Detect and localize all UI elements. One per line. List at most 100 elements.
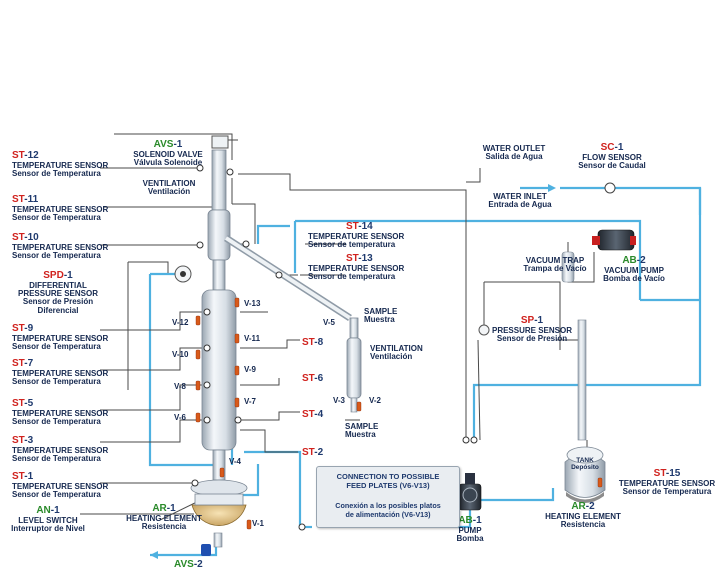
valve-v9[interactable]: V-9 <box>244 365 257 374</box>
code-number: -1 <box>534 315 544 326</box>
code-prefix: ST <box>302 409 315 420</box>
label-water-outlet: WATER OUTLET Salida de Agua <box>474 144 554 162</box>
code-prefix: ST <box>12 194 25 205</box>
label-line: FLOW SENSOR <box>582 152 642 162</box>
label-line: DIFFERENTIAL <box>29 280 87 290</box>
label-line: TEMPERATURE SENSOR <box>12 333 109 343</box>
code-number: -1 <box>63 270 73 281</box>
code-number: -4 <box>314 409 324 420</box>
drain-arrow-icon <box>150 551 158 559</box>
label-line: SAMPLE <box>364 307 398 316</box>
valve-v6[interactable]: V-6 <box>174 413 187 422</box>
code-number: -14 <box>358 221 373 232</box>
label-line: Ventilación <box>147 187 191 197</box>
code-prefix: AR <box>571 501 586 512</box>
code-prefix: ST <box>302 373 315 384</box>
label-spd1: SPD-1 DIFFERENTIAL PRESSURE SENSOR Senso… <box>12 270 104 315</box>
valve-v10[interactable]: V-10 <box>172 350 189 359</box>
valve-v7[interactable]: V-7 <box>244 397 257 406</box>
label-st6: ST-6 <box>302 373 324 385</box>
code-number: -1 <box>24 471 34 482</box>
label-ar1: AR-1 HEATING ELEMENT Resistencia <box>114 503 214 531</box>
code-number: -5 <box>24 398 34 409</box>
label-sample-bottom: SAMPLE Muestra <box>345 422 379 440</box>
label-line: TEMPERATURE SENSOR <box>12 368 109 378</box>
label-st15: ST-15 TEMPERATURE SENSOR Sensor de Tempe… <box>616 468 718 496</box>
valve-v8[interactable]: V-8 <box>174 382 187 391</box>
label-line: Sensor de Temperatura <box>12 168 101 178</box>
label-line: VENTILATION <box>370 344 423 353</box>
valve-handles <box>195 297 603 530</box>
label-line: Diferencial <box>37 305 79 315</box>
label-line: PRESSURE SENSOR <box>491 325 573 335</box>
label-line: TEMPERATURE SENSOR <box>12 481 109 491</box>
code-number: -3 <box>24 435 34 446</box>
code-number: -6 <box>314 373 324 384</box>
code-prefix: ST <box>12 232 25 243</box>
vacuum-trap <box>561 251 575 283</box>
code-prefix: AB <box>622 255 637 266</box>
code-number: -1 <box>166 503 176 514</box>
valve-v5[interactable]: V-5 <box>323 318 336 327</box>
code-number: -9 <box>24 323 34 334</box>
code-prefix: AVS <box>174 559 194 570</box>
label-line: SAMPLE <box>345 422 379 431</box>
label-line: Conexión a los posibles platos <box>335 501 441 510</box>
tank <box>564 319 606 503</box>
label-line: WATER INLET <box>493 192 547 201</box>
feed-plates-box: CONNECTION TO POSSIBLE FEED PLATES (V6-V… <box>316 466 460 528</box>
label-ventilation-mid: VENTILATION Ventilación <box>370 344 423 362</box>
label-line: LEVEL SWITCH <box>18 515 78 525</box>
label-st3: ST-3 TEMPERATURE SENSOR Sensor de Temper… <box>12 435 109 463</box>
label-line: TEMPERATURE SENSOR <box>308 231 405 241</box>
code-prefix: AB <box>458 515 473 526</box>
label-tank: TANK Depósito <box>568 457 602 472</box>
label-an1: AN-1 LEVEL SWITCH Interruptor de Nivel <box>10 505 86 533</box>
label-sp1: SP-1 PRESSURE SENSOR Sensor de Presión <box>490 315 574 343</box>
label-line: Ventilación <box>370 352 413 362</box>
label-st13: ST-13 TEMPERATURE SENSOR Sensor de tempe… <box>308 253 405 281</box>
label-avs1: AVS-1 SOLENOID VALVE Válvula Solenoide <box>128 139 208 167</box>
sensor-dots <box>191 164 478 531</box>
label-line: TEMPERATURE SENSOR <box>12 445 109 455</box>
heating-mantle <box>191 504 247 526</box>
label-line: Muestra <box>364 315 395 325</box>
valve-v1[interactable]: V-1 <box>252 519 265 528</box>
label-line: PRESSURE SENSOR <box>17 288 99 298</box>
code-prefix: ST <box>653 468 666 479</box>
label-ab2: AB-2 VACUUM PUMP Bomba de Vacío <box>594 255 674 283</box>
code-number: -8 <box>314 337 324 348</box>
label-line: Salida de Agua <box>485 152 543 162</box>
code-prefix: ST <box>346 221 359 232</box>
label-line: TEMPERATURE SENSOR <box>308 263 405 273</box>
label-line: Sensor de Temperatura <box>12 250 101 260</box>
label-line: CONNECTION TO POSSIBLE <box>336 472 440 481</box>
code-prefix: AN <box>36 505 51 516</box>
label-line: Interruptor de Nivel <box>11 523 85 533</box>
code-prefix: ST <box>12 435 25 446</box>
label-line: Sensor de Caudal <box>578 160 646 170</box>
pressure-sensor-icon <box>478 324 490 336</box>
valve-v12[interactable]: V-12 <box>172 318 189 327</box>
code-number: -2 <box>314 447 324 458</box>
code-number: -1 <box>614 142 624 153</box>
label-line: Depósito <box>571 463 599 471</box>
label-line: TANK <box>576 457 594 464</box>
label-line: Bomba de Vacío <box>603 273 665 283</box>
valve-v11[interactable]: V-11 <box>244 334 261 343</box>
code-prefix: SP <box>520 315 535 326</box>
label-line: WATER OUTLET <box>482 144 546 153</box>
code-number: -2 <box>636 255 646 266</box>
valve-v13[interactable]: V-13 <box>244 299 261 308</box>
label-line: Sensor de Temperatura <box>12 416 101 426</box>
valve-v2[interactable]: V-2 <box>369 396 382 405</box>
code-number: -10 <box>24 232 39 243</box>
label-line: Muestra <box>345 430 376 440</box>
code-prefix: ST <box>12 398 25 409</box>
label-st8: ST-8 <box>302 337 324 349</box>
label-line: Sensor de Temperatura <box>12 489 101 499</box>
vacuum-pump-icon <box>592 229 636 251</box>
valve-v4[interactable]: V-4 <box>229 457 242 466</box>
code-number: -7 <box>24 358 34 369</box>
valve-v3[interactable]: V-3 <box>333 396 346 405</box>
